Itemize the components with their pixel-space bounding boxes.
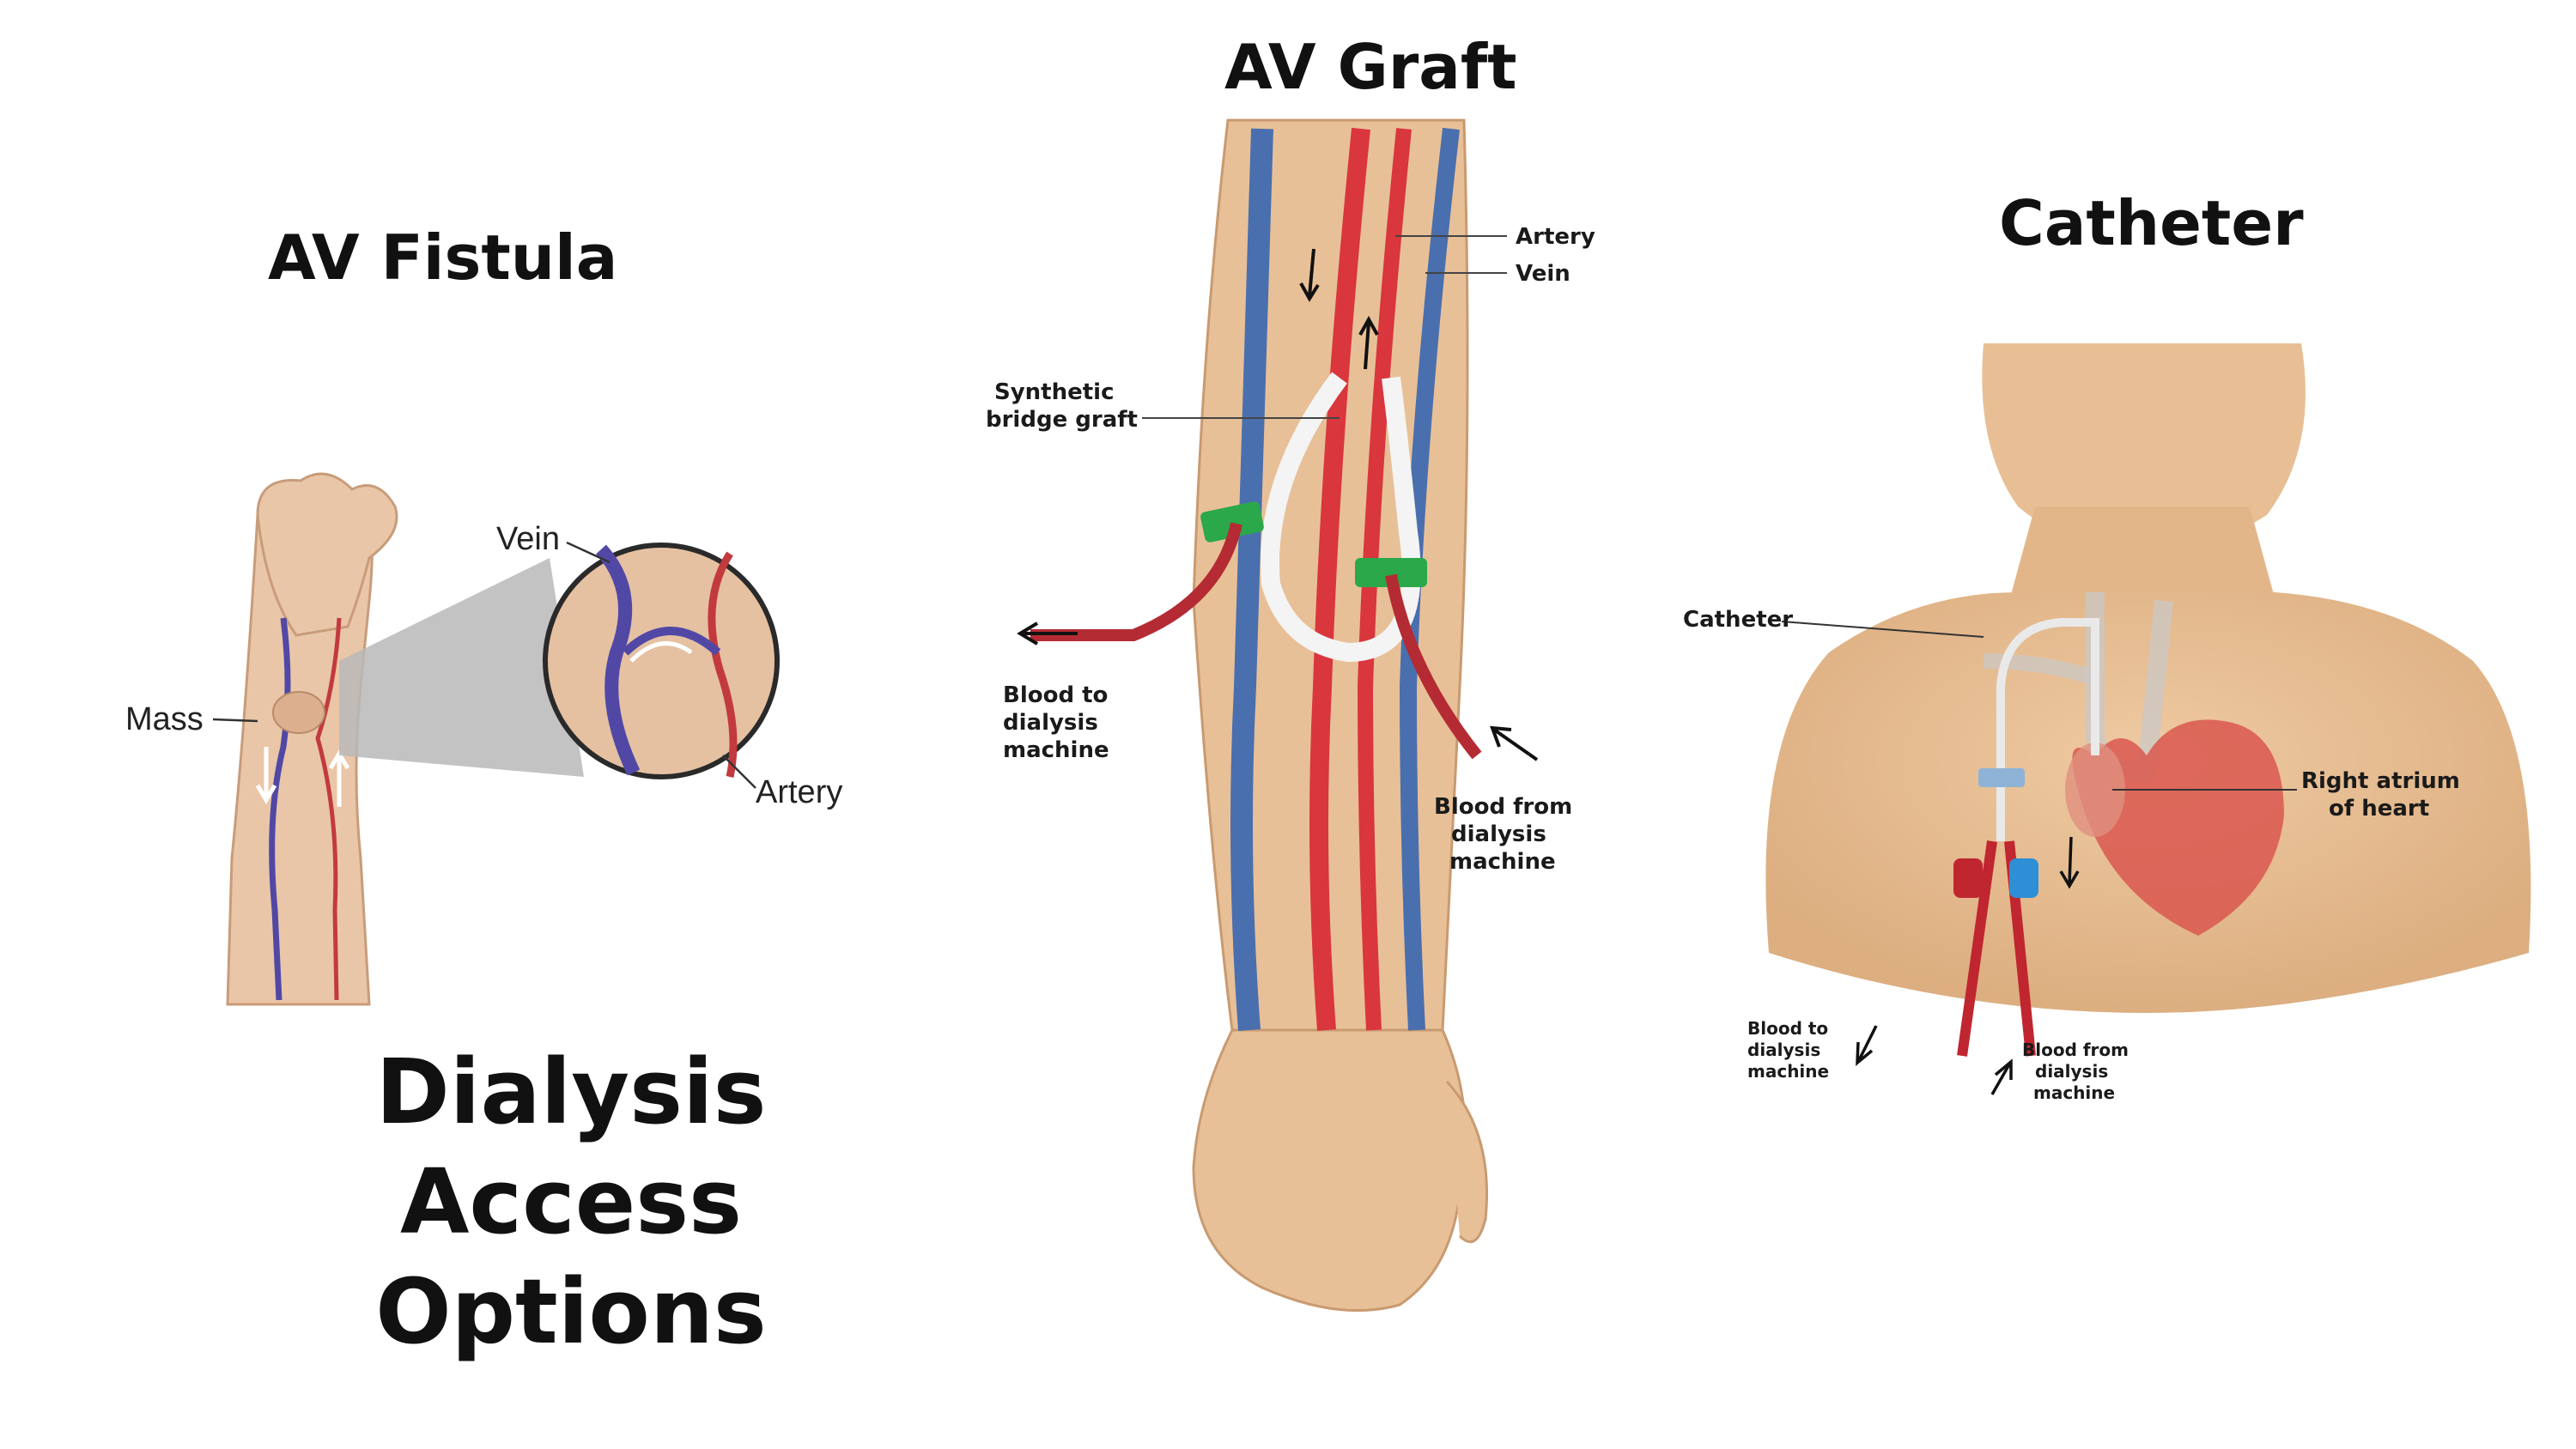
graft-blood-from-label-2: dialysis (1451, 822, 1546, 847)
fistula-vein-leader (566, 541, 611, 564)
fistula-vein-label: Vein (496, 521, 560, 557)
catheter-hub (1978, 768, 2025, 787)
graft-vein-label: Vein (1516, 261, 1571, 287)
fistula-artery-leader (722, 755, 756, 789)
catheter-atrium-label-1: Right atrium (2301, 768, 2460, 794)
graft-thumb (1445, 1080, 1489, 1244)
catheter-subclavian (1983, 653, 2098, 686)
catheter-heart (2072, 719, 2284, 936)
page-title-line-2: Options (375, 1259, 767, 1364)
catheter-arrow-down (2059, 836, 2080, 889)
av-fistula-title: AV Fistula (268, 221, 618, 294)
graft-flow-arrow-down (1299, 248, 1320, 302)
fistula-zoom-vein (595, 544, 641, 776)
av-graft-title: AV Graft (1224, 31, 1517, 103)
catheter-label: Catheter (1683, 607, 1793, 633)
catheter-blood-to-label-1: Blood to (1747, 1018, 1828, 1039)
graft-blood-to-label-2: dialysis (1003, 710, 1098, 736)
catheter-label-leader (1781, 621, 1984, 638)
catheter-blood-to-label-2: dialysis (1747, 1040, 1820, 1060)
graft-synthetic-label-2: bridge graft (986, 407, 1138, 433)
fistula-arrow-down (255, 747, 277, 804)
graft-flow-arrow-up (1358, 315, 1379, 370)
catheter-title: Catheter (1999, 187, 2304, 259)
graft-synthetic-loop (1261, 372, 1421, 663)
graft-tube-out (1030, 522, 1242, 641)
page-title: Dialysis Access Options (197, 1037, 945, 1367)
catheter-blood-to-label-3: machine (1747, 1061, 1829, 1082)
catheter-lumen-red (1957, 840, 1997, 1057)
fistula-artery (315, 617, 342, 1001)
graft-blood-to-label-3: machine (1003, 737, 1109, 763)
fistula-mass-label: Mass (125, 701, 204, 737)
page-title-line-1: Dialysis Access (375, 1040, 767, 1254)
catheter-face (1982, 343, 2306, 558)
fistula-zoom-circle (543, 543, 780, 779)
graft-blood-from-label-1: Blood from (1434, 794, 1572, 820)
fistula-vein (269, 617, 291, 1001)
graft-synthetic-label-1: Synthetic (994, 379, 1115, 405)
graft-arrow-out (1017, 621, 1078, 646)
fistula-zoom-cone (339, 558, 584, 777)
graft-blood-to-label-1: Blood to (1003, 682, 1108, 708)
graft-arrow-in (1490, 725, 1539, 761)
fistula-hand (256, 472, 398, 637)
fistula-mass-leader (212, 718, 258, 723)
graft-vein-left (1230, 128, 1273, 1031)
graft-vein-right (1399, 127, 1460, 1031)
fistula-artery-label: Artery (756, 774, 842, 810)
catheter-neck (2009, 506, 2275, 601)
graft-clamp-left (1200, 501, 1264, 543)
graft-artery-left (1309, 127, 1370, 1031)
catheter-arrow-in (1990, 1058, 2013, 1095)
catheter-arrow-out (1856, 1025, 1878, 1066)
catheter-blood-from-label-3: machine (2033, 1082, 2115, 1103)
graft-tube-in (1385, 573, 1482, 760)
fistula-zoom-arrow (629, 641, 693, 663)
catheter-clamp-red (1953, 858, 1983, 898)
graft-blood-from-label-3: machine (1449, 849, 1556, 875)
catheter-line (1996, 618, 2099, 841)
catheter-right-atrium (2065, 743, 2125, 837)
graft-artery-label: Artery (1516, 224, 1595, 250)
catheter-blood-from-label-2: dialysis (2035, 1061, 2108, 1082)
fistula-zoom-anastomosis (622, 627, 721, 656)
graft-clamp-right (1355, 558, 1427, 587)
fistula-mass (272, 691, 325, 734)
catheter-clamp-blue (2009, 858, 2038, 898)
catheter-blood-from-label-1: Blood from (2022, 1040, 2129, 1060)
fistula-zoom-artery (708, 551, 738, 778)
catheter-atrium-label-2: of heart (2329, 796, 2429, 822)
